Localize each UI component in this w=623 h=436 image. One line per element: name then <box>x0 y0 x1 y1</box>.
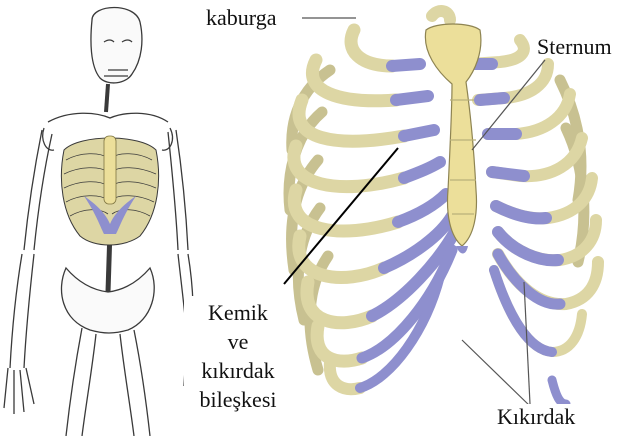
skeleton-rib-cage <box>61 136 158 245</box>
kaburga-label: kaburga <box>206 5 276 31</box>
bone-cartilage-junction-label: Kemik ve kıkırdak bileşkesi <box>184 296 292 414</box>
junction-label-line-1: Kemik <box>184 298 292 327</box>
sternum-label: Sternum <box>537 34 612 60</box>
junction-label-line-3: kıkırdak <box>184 356 292 385</box>
kikirdak-leader-1 <box>462 340 532 408</box>
kikirdak-label: Kıkırdak <box>497 404 575 430</box>
detailed-rib-cage <box>289 11 598 404</box>
junction-label-line-4: bileşkesi <box>184 385 292 414</box>
junction-label-line-2: ve <box>184 327 292 356</box>
